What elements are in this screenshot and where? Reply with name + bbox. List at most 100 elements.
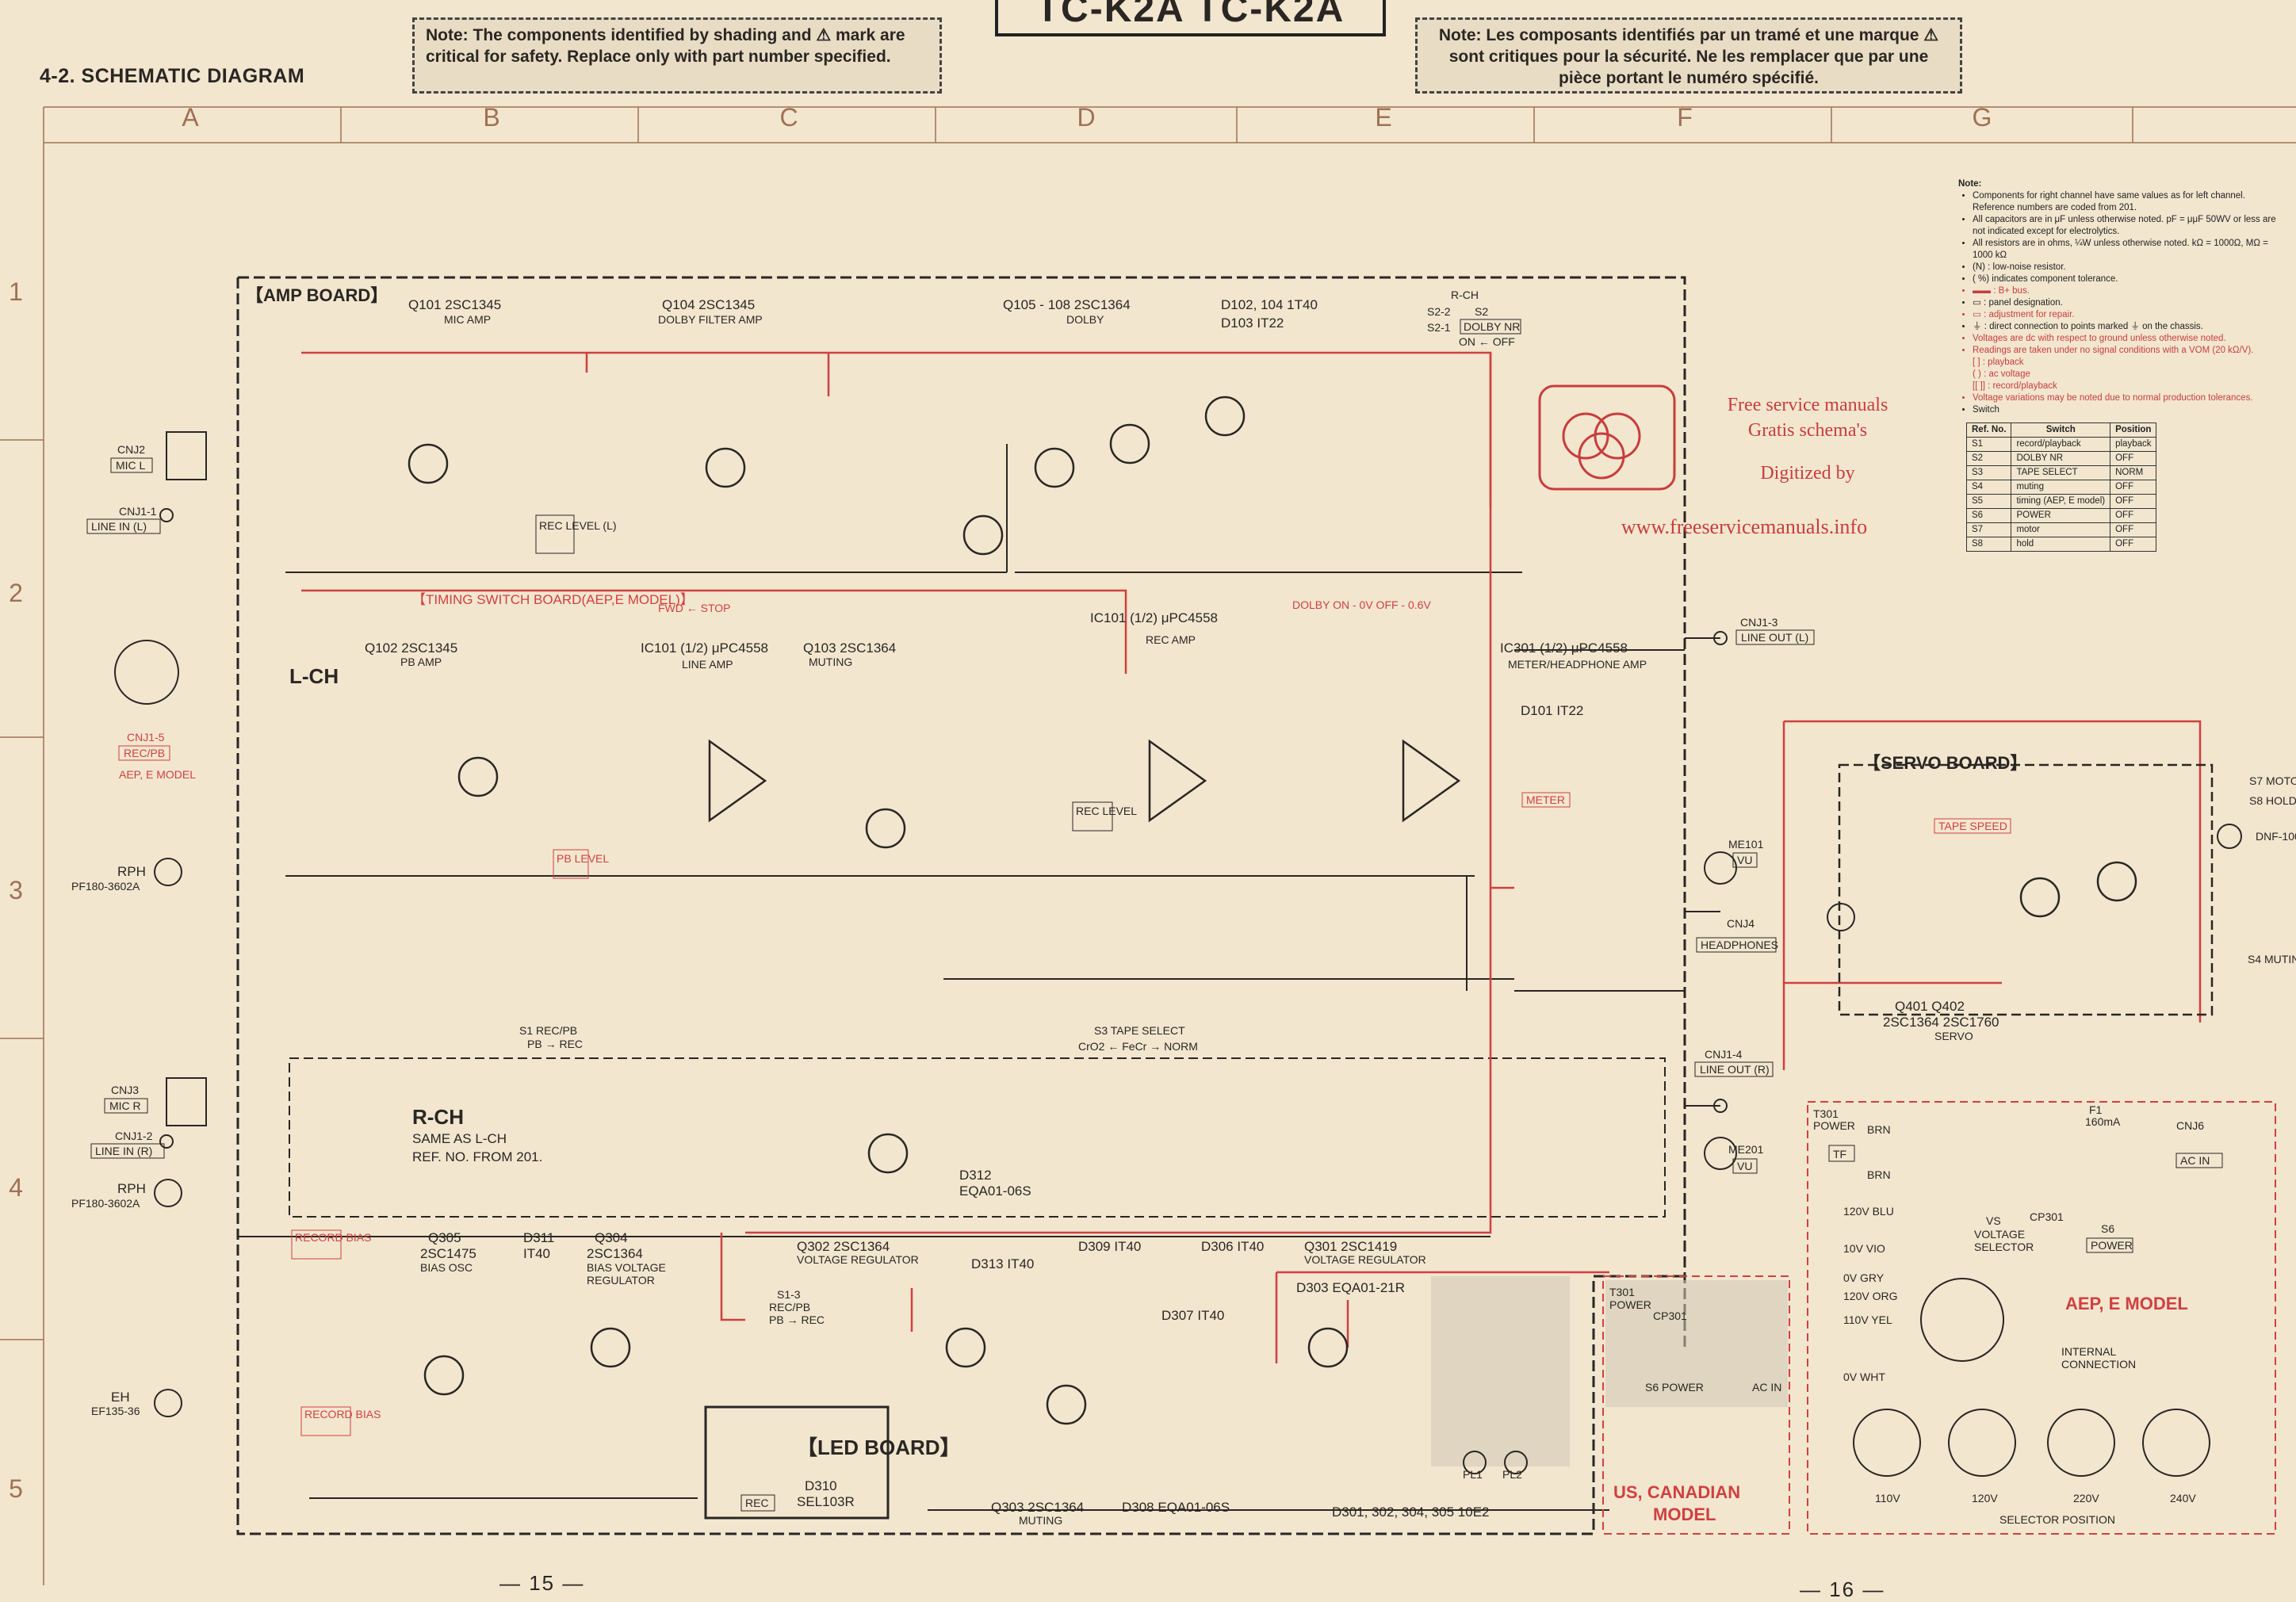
grid-row-3: 3 <box>9 876 23 904</box>
s3-sub: CrO2 ← FeCr → NORM <box>1078 1040 1198 1053</box>
watermark-line3: Digitized by <box>1760 463 1855 484</box>
grid-col-b: B <box>483 103 500 132</box>
table-cell: S8 <box>1965 537 2012 552</box>
me101-panel: VU <box>1737 854 1752 866</box>
tf-label: TF <box>1833 1148 1846 1160</box>
aep-model-outline <box>1807 1101 2276 1535</box>
safety-note-en: Note: The components identified by shadi… <box>412 17 942 94</box>
d101-label: D101 IT22 <box>1521 703 1583 718</box>
page-number-right: — 16 — <box>1800 1577 1885 1601</box>
d312-label: D312 <box>959 1168 992 1183</box>
grid-frame <box>0 106 2296 1585</box>
q302-label: Q302 2SC1364 <box>797 1239 890 1254</box>
brn-2: BRN <box>1867 1168 1891 1181</box>
grid-col-a: A <box>182 103 199 132</box>
t301-us-label: T301 <box>1609 1286 1635 1298</box>
record-bias-2: RECORD BIAS <box>304 1408 381 1420</box>
rph-l-head <box>154 858 182 886</box>
model-label: TC-K2A TC-K2A <box>995 0 1386 36</box>
safety-note-fr: Note: Les composants identifiés par un t… <box>1415 17 1962 94</box>
q102-role: PB AMP <box>400 656 442 668</box>
selector-circles <box>1463 1278 2210 1477</box>
note-item: ( ) : ac voltage <box>1973 369 2030 379</box>
cnj1-1-panel: LINE IN (L) <box>91 520 147 533</box>
d310-part: SEL103R <box>797 1494 855 1509</box>
f1-label: F1 <box>2089 1103 2103 1116</box>
s2-label: S2 <box>1475 305 1488 318</box>
q104-label: Q104 2SC1345 <box>662 297 755 312</box>
watermark-line1: Free service manuals <box>1727 395 1888 415</box>
q103-label: Q103 2SC1364 <box>803 640 896 656</box>
amp-board-label: 【AMP BOARD】 <box>246 285 388 305</box>
t301-aep-sub: POWER <box>1813 1119 1855 1132</box>
servo-board-box <box>1838 763 2214 1016</box>
s1-sub: PB → REC <box>527 1038 583 1050</box>
note-item: All capacitors are in μF unless otherwis… <box>1973 214 2283 238</box>
ic101a-role: LINE AMP <box>682 658 733 671</box>
section-title: 4-2. SCHEMATIC DIAGRAM <box>40 65 305 87</box>
cnj1-4-panel: LINE OUT (R) <box>1700 1063 1770 1076</box>
q304-part: 2SC1364 <box>587 1246 643 1261</box>
s1-3-sub2: PB → REC <box>769 1313 825 1326</box>
cp301-us-label: CP301 <box>1653 1310 1687 1322</box>
ic301-role: METER/HEADPHONE AMP <box>1508 658 1647 671</box>
wht-label: 0V WHT <box>1843 1371 1885 1383</box>
grid-row-4: 4 <box>9 1173 23 1202</box>
s4-label: S4 MUTING <box>2248 953 2296 965</box>
cnj1-5-panel: REC/PB <box>124 747 165 759</box>
table-cell: DOLBY NR <box>2011 451 2111 466</box>
table-cell: OFF <box>2110 508 2157 523</box>
d306-label: D306 IT40 <box>1201 1239 1264 1254</box>
us-model-label: US, CANADIAN <box>1613 1482 1740 1502</box>
note-item: [[ ]] : record/playback <box>1973 381 2057 391</box>
rch-block <box>289 1057 1666 1218</box>
cnj3-label: CNJ3 <box>111 1084 139 1096</box>
q303-role: MUTING <box>1019 1514 1062 1527</box>
cnj1-2-label: CNJ1-2 <box>115 1130 153 1142</box>
d307-label: D307 IT40 <box>1161 1308 1224 1323</box>
s6-aep-label: S6 <box>2101 1222 2114 1235</box>
me201-panel: VU <box>1737 1160 1752 1172</box>
d301-label: D301, 302, 304, 305 10E2 <box>1332 1505 1490 1520</box>
d103-label: D103 IT22 <box>1221 315 1284 331</box>
q304-role2: REGULATOR <box>587 1274 655 1287</box>
eh-part: EF135-36 <box>91 1405 140 1417</box>
din-jack <box>114 640 179 705</box>
transistor-symbols <box>408 396 2137 1425</box>
s7-label: S7 MOTOR <box>2249 774 2296 787</box>
sel-title: SELECTOR POSITION <box>1999 1513 2115 1526</box>
cnj1-1-label: CNJ1-1 <box>119 505 157 518</box>
cnj1-5-label: CNJ1-5 <box>127 731 165 744</box>
cnj1-3-panel: LINE OUT (L) <box>1741 631 1808 644</box>
q304-label: Q304 <box>595 1230 628 1245</box>
switch-table-header: Ref. No. <box>1965 422 2012 438</box>
blu-label: 120V BLU <box>1843 1205 1894 1218</box>
table-cell: timing (AEP, E model) <box>2011 494 2111 509</box>
timing-board-label: 【TIMING SWITCH BOARD(AEP,E MODEL)】 <box>412 592 694 607</box>
me101-label: ME101 <box>1728 838 1764 851</box>
note-item: (N) : low-noise resistor. <box>1973 262 2283 273</box>
sel-120: 120V <box>1972 1492 1998 1505</box>
table-cell: motor <box>2011 522 2111 537</box>
note-item: Switch <box>1973 404 2283 416</box>
table-cell: OFF <box>2110 451 2157 466</box>
note-item: [ ] : playback <box>1973 357 2024 367</box>
sel-240: 240V <box>2170 1492 2196 1505</box>
pl2-label: PL2 <box>1502 1468 1522 1481</box>
q301-label: Q301 2SC1419 <box>1304 1239 1397 1254</box>
switch-table-header: Position <box>2110 422 2157 438</box>
us-model-label2: MODEL <box>1653 1505 1716 1524</box>
tape-speed-label: TAPE SPEED <box>1938 820 2007 832</box>
notes-list: Components for right channel have same v… <box>1958 190 2283 416</box>
servo-role: SERVO <box>1934 1030 1973 1042</box>
servo-board-label: 【SERVO BOARD】 <box>1863 753 2027 773</box>
sel-220: 220V <box>2073 1492 2099 1505</box>
f1-val: 160mA <box>2085 1115 2121 1128</box>
rph-r-label: RPH <box>117 1181 146 1196</box>
table-cell: NORM <box>2110 465 2157 480</box>
eh-head <box>154 1389 182 1417</box>
table-cell: S7 <box>1965 522 2012 537</box>
